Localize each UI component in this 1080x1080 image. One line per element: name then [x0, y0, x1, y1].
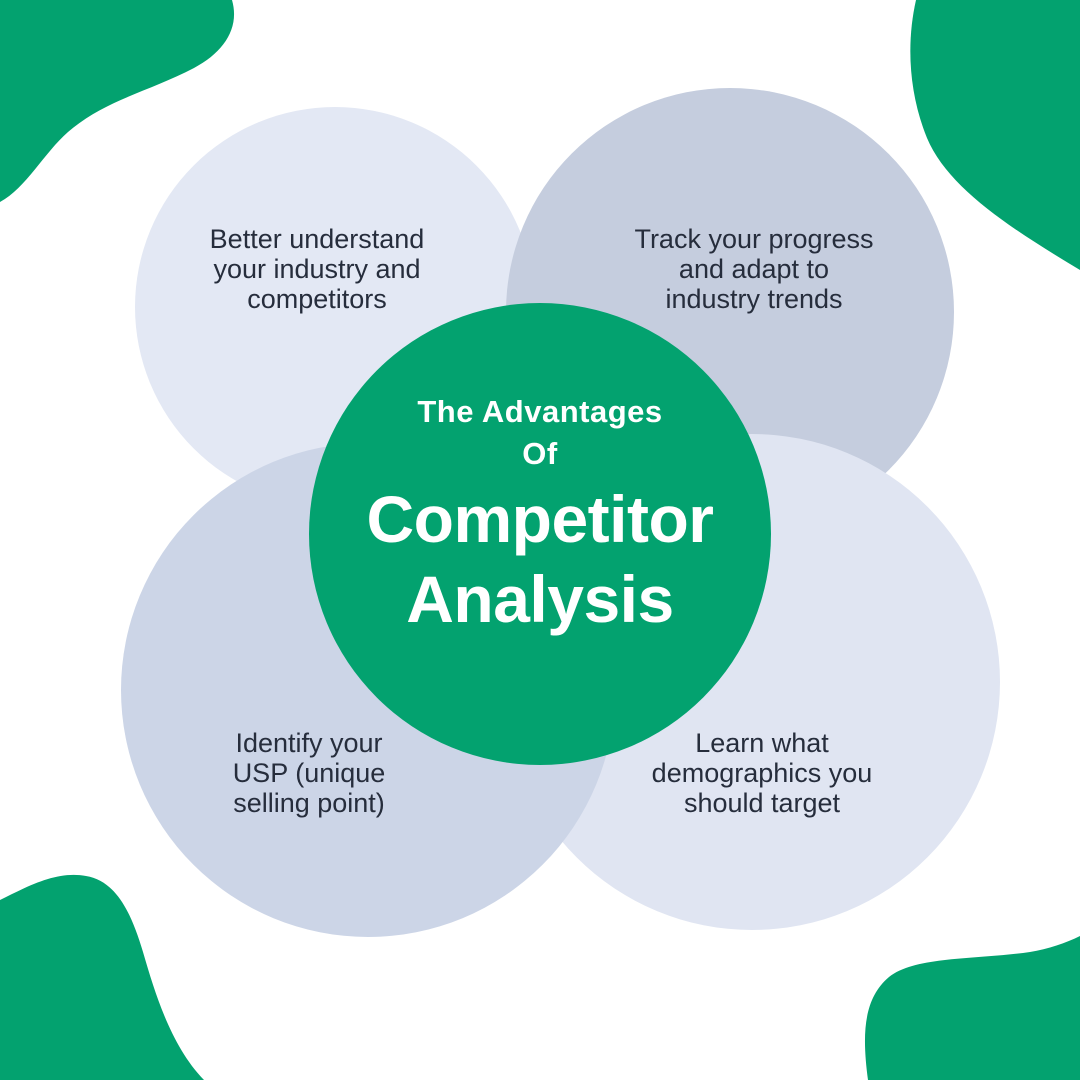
benefit-line: demographics you [651, 758, 873, 788]
kicker-line-1: The Advantages [417, 394, 663, 429]
benefit-line: Learn what [695, 728, 829, 758]
benefit-line: USP (unique [232, 758, 386, 788]
benefit-line: competitors [247, 284, 387, 314]
benefit-line: and adapt to [678, 254, 830, 284]
page-title: Competitor Analysis [309, 479, 771, 639]
benefit-line: selling point) [233, 788, 385, 818]
benefit-text-bottom-left: Identify your USP (unique selling point) [144, 728, 474, 818]
center-title-circle: The Advantages Of Competitor Analysis [309, 303, 771, 765]
benefit-text-top-left: Better understand your industry and comp… [152, 224, 482, 314]
benefit-line: Identify your [235, 728, 383, 758]
green-blob-top-left [0, 0, 235, 202]
kicker-line-2: Of [522, 436, 558, 471]
title-kicker: The Advantages Of [309, 303, 771, 475]
benefit-text-bottom-right: Learn what demographics you should targe… [597, 728, 927, 818]
benefit-line: should target [683, 788, 841, 818]
title-line-2: Analysis [406, 562, 674, 636]
benefit-line: Track your progress [634, 224, 874, 254]
benefit-line: industry trends [665, 284, 843, 314]
benefit-line: your industry and [213, 254, 421, 284]
green-blob-top-right [910, 0, 1080, 270]
benefit-line: Better understand [209, 224, 425, 254]
green-blob-bottom-left [0, 874, 204, 1080]
title-line-1: Competitor [366, 482, 714, 556]
benefit-text-top-right: Track your progress and adapt to industr… [589, 224, 919, 314]
green-blob-bottom-right [864, 936, 1080, 1080]
